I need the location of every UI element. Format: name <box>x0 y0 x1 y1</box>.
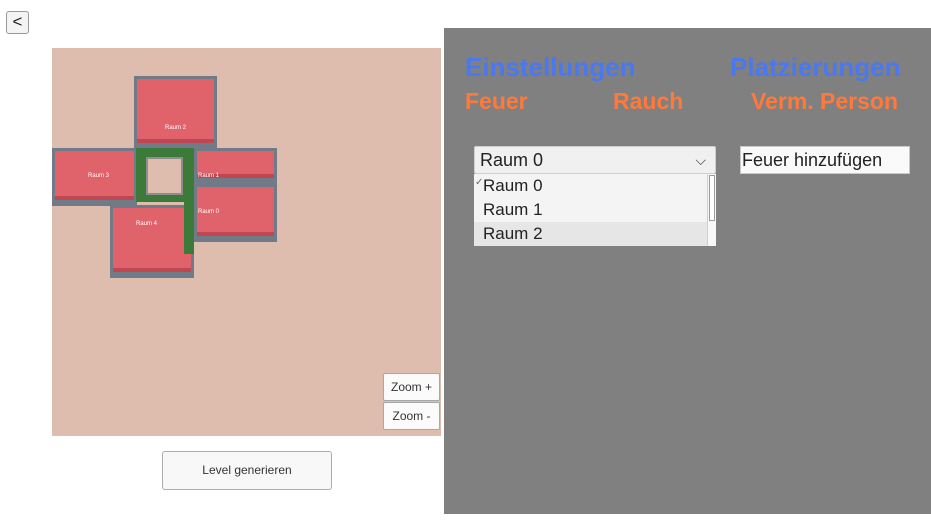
room-select-value: Raum 0 <box>480 150 544 170</box>
scrollbar-thumb[interactable] <box>709 175 715 221</box>
generate-level-button[interactable]: Level generieren <box>162 451 332 490</box>
zoom-out-button[interactable]: Zoom - <box>383 402 440 430</box>
room-select-dropdown: ✓ Raum 0 Raum 1 Raum 2 <box>474 174 716 246</box>
room-label: Raum 3 <box>88 173 110 179</box>
option-label: Raum 2 <box>483 224 543 243</box>
tab-verm-person[interactable]: Verm. Person <box>751 88 899 114</box>
room-2[interactable]: Raum 2 <box>134 76 217 149</box>
room-1[interactable]: Raum 1 <box>194 148 277 184</box>
room-label: Raum 2 <box>164 125 186 131</box>
level-map[interactable]: Raum 2 Raum 3 Raum 1 Raum 0 Raum 4 Zoom … <box>52 48 441 436</box>
room-label: Raum 0 <box>198 209 220 215</box>
add-fire-button[interactable]: Feuer hinzufügen <box>740 146 910 174</box>
tab-einstellungen[interactable]: Einstellungen <box>465 52 636 82</box>
room-3[interactable]: Raum 3 <box>52 148 137 206</box>
room-0[interactable]: Raum 0 <box>194 184 277 242</box>
dropdown-scrollbar[interactable] <box>707 174 716 246</box>
room-4[interactable]: Raum 4 <box>110 205 194 278</box>
room-label: Raum 4 <box>136 221 158 227</box>
corridor <box>184 148 194 254</box>
room-option-1[interactable]: Raum 1 <box>474 198 707 222</box>
room-select[interactable]: Raum 0 ⌵ <box>474 146 716 174</box>
chevron-down-icon: ⌵ <box>695 152 706 168</box>
zoom-in-button[interactable]: Zoom + <box>383 373 440 401</box>
checkmark-icon: ✓ <box>475 177 484 188</box>
room-label: Raum 1 <box>198 173 220 179</box>
room-option-0[interactable]: ✓ Raum 0 <box>474 174 707 198</box>
back-button[interactable]: < <box>6 11 29 34</box>
option-label: Raum 0 <box>483 176 543 195</box>
tab-feuer[interactable]: Feuer <box>465 88 528 114</box>
room-option-2[interactable]: Raum 2 <box>474 222 707 246</box>
corridor-courtyard <box>146 157 183 195</box>
tab-platzierungen[interactable]: Platzierungen <box>730 52 901 82</box>
settings-panel: Einstellungen Platzierungen Feuer Rauch … <box>444 28 931 514</box>
option-label: Raum 1 <box>483 200 543 219</box>
tab-rauch[interactable]: Rauch <box>613 88 684 114</box>
